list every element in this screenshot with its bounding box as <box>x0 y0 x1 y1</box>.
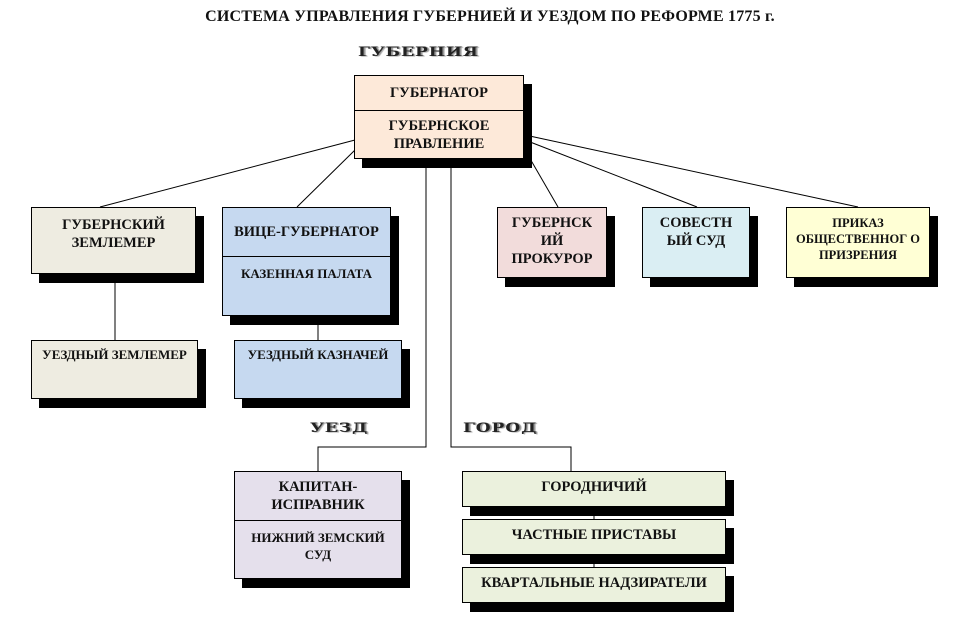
region-label-uezd: УЕЗД <box>310 420 369 436</box>
gorodnichy-label: ГОРОДНИЧИЙ <box>541 479 647 495</box>
provincial-board-label: ГУБЕРНСКОЕ ПРАВЛЕНИЕ <box>355 110 523 158</box>
district-treasurer-label: УЕЗДНЫЙ КАЗНАЧЕЙ <box>247 347 389 362</box>
provincial-prosecutor-label: ГУБЕРНСК ИЙ ПРОКУРОР <box>511 215 593 267</box>
captain-ispravnik-label: КАПИТАН-ИСПРАВНИК <box>271 479 365 513</box>
quarter-overseers-label: КВАРТАЛЬНЫЕ НАДЗИРАТЕЛИ <box>481 575 707 591</box>
region-label-gorod: ГОРОД <box>463 420 538 436</box>
public-charity-label: ПРИКАЗ ОБЩЕСТВЕННОГ О ПРИЗРЕНИЯ <box>795 216 921 262</box>
captain-ispravnik-box: КАПИТАН-ИСПРАВНИК НИЖНИЙ ЗЕМСКИЙ СУД <box>234 471 402 579</box>
private-bailiffs-box: ЧАСТНЫЕ ПРИСТАВЫ <box>462 519 726 555</box>
connector-governor-uezd <box>317 160 427 471</box>
connector-governor-surveyor <box>99 139 356 208</box>
quarter-overseers-box: КВАРТАЛЬНЫЕ НАДЗИРАТЕЛИ <box>462 567 726 603</box>
governor-box: ГУБЕРНАТОР ГУБЕРНСКОЕ ПРАВЛЕНИЕ <box>354 75 524 159</box>
vice-governor-box: ВИЦЕ-ГУБЕРНАТОР КАЗЕННАЯ ПАЛАТА <box>222 207 391 316</box>
conscience-court-label: СОВЕСТН ЫЙ СУД <box>659 215 733 249</box>
lower-zemsky-court-label: НИЖНИЙ ЗЕМСКИЙ СУД <box>235 520 401 578</box>
connector-governor-vice <box>296 149 356 208</box>
provincial-surveyor-label: ГУБЕРНСКИЙ ЗЕМЛЕМЕР <box>62 217 165 251</box>
vice-governor-label: ВИЦЕ-ГУБЕРНАТОР <box>234 224 379 240</box>
public-charity-box: ПРИКАЗ ОБЩЕСТВЕННОГ О ПРИЗРЕНИЯ <box>786 207 930 278</box>
provincial-prosecutor-box: ГУБЕРНСК ИЙ ПРОКУРОР <box>497 207 607 278</box>
provincial-surveyor-box: ГУБЕРНСКИЙ ЗЕМЛЕМЕР <box>31 207 196 274</box>
governor-label: ГУБЕРНАТОР <box>389 85 489 101</box>
conscience-court-box: СОВЕСТН ЫЙ СУД <box>642 207 750 278</box>
district-surveyor-label: УЕЗДНЫЙ ЗЕМЛЕМЕР <box>42 347 187 362</box>
gorodnichy-box: ГОРОДНИЧИЙ <box>462 471 726 507</box>
region-label-guberniya: ГУБЕРНИЯ <box>358 44 479 60</box>
connector-governor-prosecutor <box>524 149 559 208</box>
connector-governor-gorod <box>450 160 572 471</box>
connector-governor-conscience <box>524 139 698 208</box>
diagram-title: СИСТЕМА УПРАВЛЕНИЯ ГУБЕРНИЕЙ И УЕЗДОМ ПО… <box>205 8 775 25</box>
connector-governor-charity <box>524 134 859 208</box>
district-surveyor-box: УЕЗДНЫЙ ЗЕМЛЕМЕР <box>31 340 198 399</box>
district-treasurer-box: УЕЗДНЫЙ КАЗНАЧЕЙ <box>234 340 402 399</box>
private-bailiffs-label: ЧАСТНЫЕ ПРИСТАВЫ <box>511 527 677 543</box>
treasury-chamber-label: КАЗЕННАЯ ПАЛАТА <box>223 256 390 315</box>
